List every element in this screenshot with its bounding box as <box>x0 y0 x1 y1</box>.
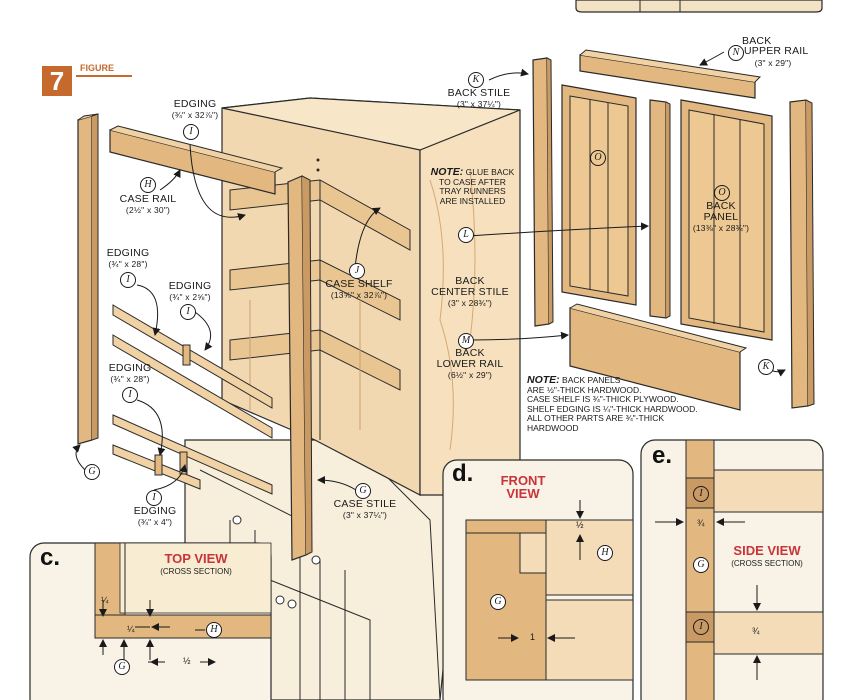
cropped-detail-top <box>575 0 823 13</box>
detail-c-letter: c. <box>40 544 61 571</box>
detail-e-side-view <box>640 439 824 700</box>
callout-back-panel-left: O <box>590 150 606 166</box>
label-edging-left2: EDGING (¾" x 28") <box>108 362 152 385</box>
figure-number: 7 <box>42 66 72 96</box>
label-edging-left1: EDGING (¾" x 28") <box>106 247 150 270</box>
detail-e-title: SIDE VIEW (CROSS SECTION) <box>731 543 803 568</box>
figure-word: FIGURE <box>80 63 115 73</box>
left-case-stile <box>77 115 93 445</box>
label-back-upper-rail-2: UPPER RAIL <box>744 45 809 57</box>
label-case-shelf: CASE SHELF (13⅝" x 32⅞") <box>325 278 393 301</box>
detail-c-dim-h2: ½ <box>183 656 191 666</box>
label-edging-bottom: EDGING (¾" x 4") <box>133 505 177 528</box>
detail-c-dim-h1: ¼ <box>127 624 135 634</box>
detail-e-dim-bottom: ¾ <box>752 626 760 636</box>
label-case-rail: CASE RAIL (2½" x 30") <box>119 193 177 216</box>
detail-e-dim-mid: ¾ <box>697 518 705 528</box>
detail-e-callout-g: G <box>693 557 709 573</box>
detail-d-callout-h: H <box>597 545 613 561</box>
detail-e-letter: e. <box>652 442 673 469</box>
callout-back-lower-rail: M <box>458 333 474 349</box>
callout-case-stile: G <box>355 483 371 499</box>
callout-edging-top: I <box>183 124 199 140</box>
detail-e-callout-i-bottom: I <box>693 619 709 635</box>
callout-back-panel: O <box>714 185 730 201</box>
leader-lines <box>72 51 786 491</box>
detail-c-callout-h: H <box>206 622 222 638</box>
label-back-lower-rail: BACK LOWER RAIL (6½" x 29") <box>436 347 504 381</box>
callout-edging-mid: I <box>180 304 196 320</box>
detail-d-letter: d. <box>452 460 474 487</box>
callout-edging-left2: I <box>122 387 138 403</box>
case-body <box>221 97 521 496</box>
label-back-stile: BACK STILE (3" x 37¼") <box>447 87 511 110</box>
detail-c-callout-g: G <box>114 659 130 675</box>
label-case-stile: CASE STILE (3" x 37¼") <box>333 498 397 521</box>
detail-c-top-view <box>29 542 272 700</box>
label-back-upper-rail: BACK <box>742 35 772 47</box>
back-assembly <box>532 49 815 411</box>
detail-e-callout-i-top: I <box>693 486 709 502</box>
callout-case-rail: H <box>140 177 156 193</box>
detail-d-title: FRONT VIEW <box>500 473 546 501</box>
detail-d-callout-g: G <box>490 594 506 610</box>
callout-case-shelf: J <box>349 263 365 279</box>
detail-d-front-view <box>442 459 634 700</box>
detail-d-dim-bottom: 1 <box>530 632 536 642</box>
callout-edging-bottom: I <box>146 490 162 506</box>
callout-back-stile-right: K <box>758 359 774 375</box>
detail-d-dim-top: ½ <box>576 520 584 530</box>
note-glue: NOTE: GLUE BACK TO CASE AFTER TRAY RUNNE… <box>430 166 515 206</box>
callout-back-center-stile: L <box>458 227 474 243</box>
callout-left-stile: G <box>84 464 100 480</box>
label-back-panel: BACK PANEL (13⅜" x 28¾") <box>692 200 750 234</box>
label-back-center-stile: BACK CENTER STILE (3" x 28¾") <box>431 275 509 309</box>
figure-rule <box>76 75 132 77</box>
detail-c-dim-v: ¼ <box>101 595 109 605</box>
detail-c-title: TOP VIEW (CROSS SECTION) <box>160 551 232 576</box>
callout-edging-left1: I <box>120 272 136 288</box>
label-edging-mid: EDGING (¾" x 2⅝") <box>168 280 212 303</box>
callout-back-stile: K <box>468 72 484 88</box>
callout-back-upper-rail: N <box>728 45 744 61</box>
note-materials: NOTE: BACK PANELS ARE ½"-THICK HARDWOOD.… <box>527 374 698 433</box>
label-back-upper-rail-dim: (3" x 29") <box>754 58 792 68</box>
label-edging-top: EDGING (¾" x 32⅞") <box>171 98 219 121</box>
